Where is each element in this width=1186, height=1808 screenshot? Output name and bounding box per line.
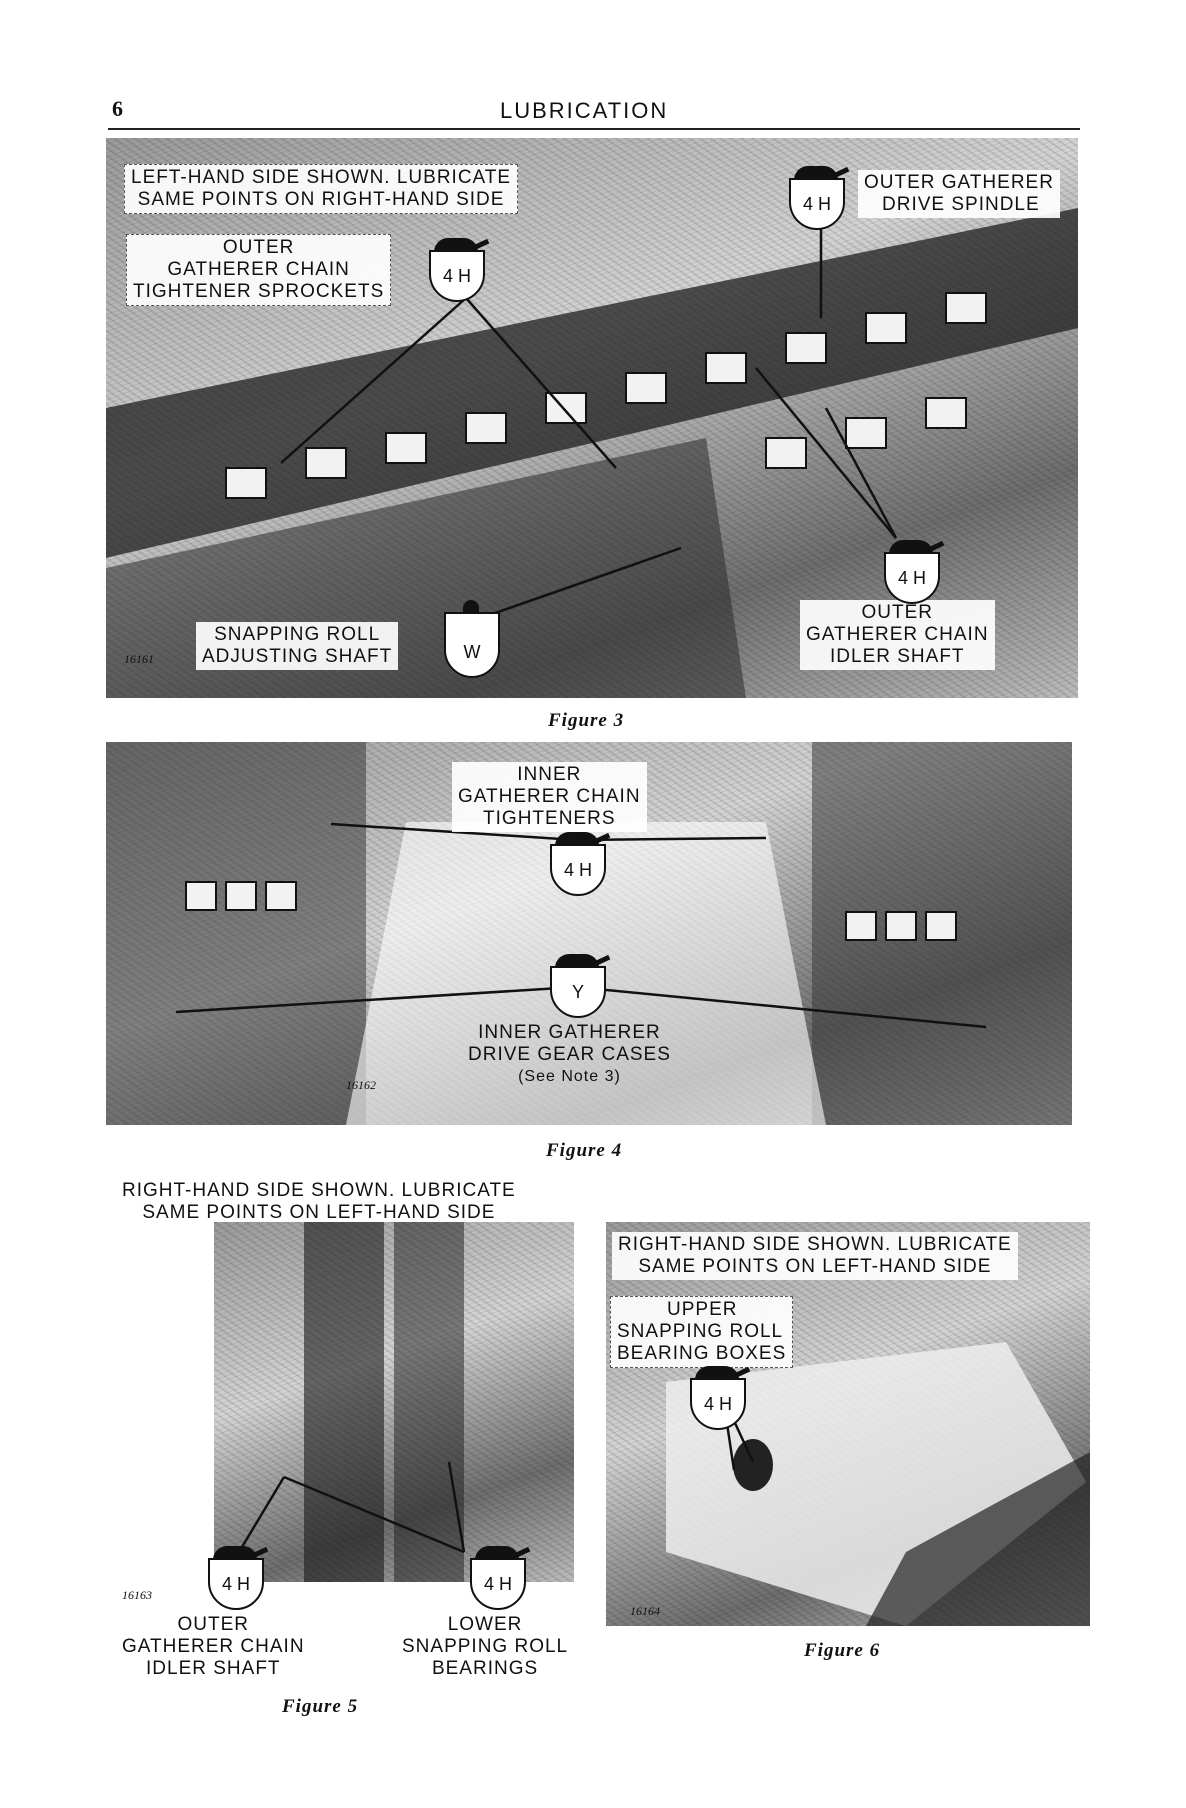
page-number: 6 — [112, 96, 123, 121]
label-outer-gatherer-chain-idler-shaft-fig3: OUTER GATHERER CHAIN IDLER SHAFT — [800, 600, 995, 670]
oil-can-spout — [472, 238, 490, 251]
figure-5-photo — [214, 1222, 574, 1582]
label-line: SNAPPING ROLL — [617, 1321, 784, 1342]
oil-can-symbol: 4 H — [208, 1558, 264, 1610]
figure-3-photo-number: 16161 — [124, 652, 154, 666]
grease-gun-symbol: W — [444, 612, 500, 678]
oil-can-lid — [794, 166, 838, 180]
oil-can-lid — [213, 1546, 257, 1560]
label-line: OUTER — [177, 1614, 250, 1635]
label-line: ADJUSTING SHAFT — [202, 646, 393, 667]
figure-6-caption: Figure 6 — [804, 1640, 881, 1661]
figure-3-note-line-2: SAME POINTS ON RIGHT-HAND SIDE — [137, 189, 505, 210]
oil-can-lid — [555, 832, 599, 846]
figure-5-caption: Figure 5 — [282, 1696, 359, 1717]
oil-can-lid — [555, 954, 599, 968]
page-title: LUBRICATION — [500, 98, 669, 123]
label-line: SNAPPING ROLL — [402, 1636, 569, 1657]
figure-3-photo — [106, 138, 1078, 698]
oil-can-lid — [695, 1366, 739, 1380]
label-outer-gatherer-drive-spindle: OUTER GATHERER DRIVE SPINDLE — [858, 170, 1060, 218]
figure-5-illustration — [237, 1222, 466, 1582]
label-outer-gatherer-chain-idler-shaft-fig5: OUTER GATHERER CHAIN IDLER SHAFT — [116, 1612, 311, 1682]
figure-3-caption: Figure 3 — [548, 710, 625, 731]
label-line: SNAPPING ROLL — [214, 624, 381, 645]
label-line: DRIVE GEAR CASES — [468, 1044, 671, 1065]
figure-5-photo-number: 16163 — [122, 1588, 152, 1602]
label-line: (See Note 3) — [518, 1068, 621, 1085]
oil-can-spout — [733, 1366, 751, 1379]
label-line: UPPER — [667, 1299, 738, 1320]
figure-4-caption: Figure 4 — [546, 1140, 623, 1161]
oil-can-icon-4h-fig5-idler: 4 H — [204, 1546, 269, 1610]
figure-6-photo-number: 16164 — [630, 1604, 660, 1618]
label-line: INNER — [517, 764, 582, 785]
figure-5-note: RIGHT-HAND SIDE SHOWN. LUBRICATE SAME PO… — [116, 1178, 522, 1226]
oil-can-icon-4h-fig6-upper: 4 H — [686, 1366, 751, 1430]
grease-gun-icon-w: W — [440, 600, 502, 678]
oil-can-symbol: Y — [550, 966, 606, 1018]
oil-can-symbol: 4 H — [550, 844, 606, 896]
oil-can-spout — [832, 166, 850, 179]
figure-5-note-line-1: RIGHT-HAND SIDE SHOWN. LUBRICATE — [122, 1180, 516, 1201]
label-line: GATHERER CHAIN — [167, 259, 350, 280]
label-line: OUTER — [861, 602, 934, 623]
oil-can-symbol: 4 H — [789, 178, 845, 230]
oil-can-icon-4h-sprockets: 4 H — [425, 238, 490, 302]
label-inner-gatherer-chain-tighteners: INNER GATHERER CHAIN TIGHTENERS — [452, 762, 647, 832]
label-outer-gatherer-chain-tightener-sprockets: OUTER GATHERER CHAIN TIGHTENER SPROCKETS — [126, 234, 392, 306]
label-line: TIGHTENER SPROCKETS — [133, 281, 385, 302]
oil-can-lid — [434, 238, 478, 252]
label-line: IDLER SHAFT — [146, 1658, 281, 1679]
oil-can-spout — [927, 540, 945, 553]
label-line: OUTER GATHERER — [864, 172, 1054, 193]
label-line: OUTER — [222, 237, 295, 258]
oil-can-lid — [475, 1546, 519, 1560]
oil-can-symbol: 4 H — [690, 1378, 746, 1430]
label-inner-gatherer-drive-gear-cases: INNER GATHERER DRIVE GEAR CASES (See Not… — [462, 1020, 677, 1090]
figure-6-photo — [606, 1222, 1090, 1626]
figure-6-note-line-2: SAME POINTS ON LEFT-HAND SIDE — [638, 1256, 992, 1277]
figure-6-illustration — [666, 1342, 1090, 1626]
label-line: BEARINGS — [431, 1658, 539, 1679]
figure-3-note-line-1: LEFT-HAND SIDE SHOWN. LUBRICATE — [131, 167, 512, 188]
figure-6-note-line-1: RIGHT-HAND SIDE SHOWN. LUBRICATE — [618, 1234, 1012, 1255]
oil-can-symbol: 4 H — [470, 1558, 526, 1610]
oil-can-spout — [513, 1546, 531, 1559]
label-line: INNER GATHERER — [478, 1022, 661, 1043]
oil-can-icon-4h-spindle: 4 H — [785, 166, 850, 230]
oil-can-icon-4h-idler: 4 H — [880, 540, 945, 604]
label-lower-snapping-roll-bearings: LOWER SNAPPING ROLL BEARINGS — [396, 1612, 574, 1682]
figure-6-note: RIGHT-HAND SIDE SHOWN. LUBRICATE SAME PO… — [612, 1232, 1018, 1280]
label-upper-snapping-roll-bearing-boxes: UPPER SNAPPING ROLL BEARING BOXES — [610, 1296, 794, 1368]
label-line: IDLER SHAFT — [830, 646, 965, 667]
header-rule — [108, 128, 1080, 130]
oil-can-spout — [593, 832, 611, 845]
label-line: GATHERER CHAIN — [122, 1636, 305, 1657]
label-line: DRIVE SPINDLE — [882, 194, 1040, 215]
oil-can-symbol: 4 H — [429, 250, 485, 302]
oil-can-icon-4h-tighteners: 4 H — [546, 832, 611, 896]
label-line: BEARING BOXES — [617, 1343, 787, 1364]
figure-4-photo-number: 16162 — [346, 1078, 376, 1092]
oil-can-icon-y: Y — [546, 954, 611, 1018]
figure-3-note: LEFT-HAND SIDE SHOWN. LUBRICATE SAME POI… — [124, 164, 519, 214]
oil-can-icon-4h-fig5-lower: 4 H — [466, 1546, 531, 1610]
label-line: LOWER — [447, 1614, 523, 1635]
oil-can-symbol: 4 H — [884, 552, 940, 604]
label-snapping-roll-adjusting-shaft: SNAPPING ROLL ADJUSTING SHAFT — [196, 622, 399, 670]
figure-5-note-line-2: SAME POINTS ON LEFT-HAND SIDE — [142, 1202, 496, 1223]
oil-can-lid — [889, 540, 933, 554]
label-line: GATHERER CHAIN — [806, 624, 989, 645]
label-line: TIGHTENERS — [483, 808, 616, 829]
oil-can-spout — [593, 954, 611, 967]
oil-can-spout — [251, 1546, 269, 1559]
label-line: GATHERER CHAIN — [458, 786, 641, 807]
